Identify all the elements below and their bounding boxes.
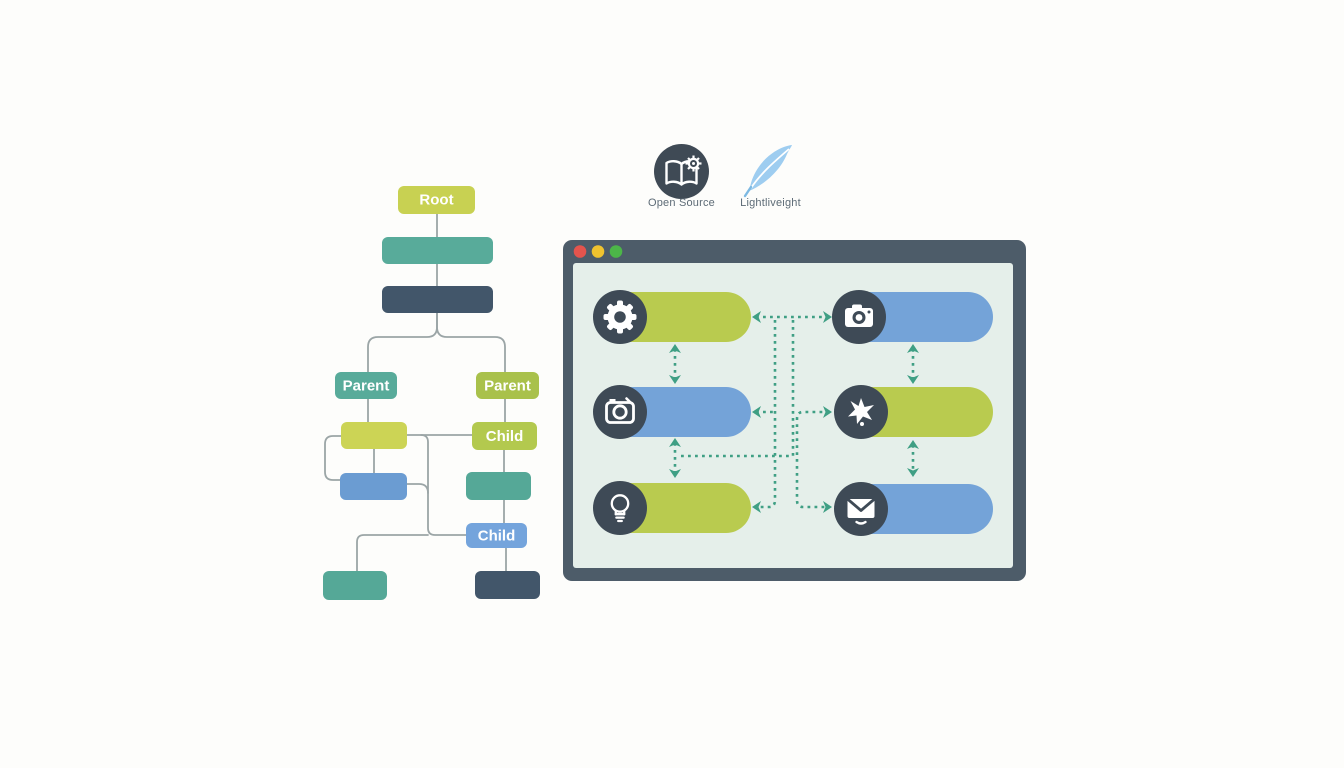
- node-parent-right-label: Parent: [484, 378, 531, 395]
- node-root: [398, 186, 475, 214]
- pill-camera-outline-circle: [593, 385, 647, 439]
- node-child-right-2-label: Child: [478, 528, 516, 545]
- node-dark-1: [382, 286, 493, 313]
- tree-flowchart: Root Parent Parent Child Child: [323, 186, 540, 600]
- lightbulb-icon: [610, 494, 630, 523]
- small-gear-icon: [685, 155, 702, 172]
- node-child-right-2: [466, 523, 527, 548]
- camera-outline-icon: [605, 397, 635, 424]
- lightweight-badge: [743, 145, 792, 198]
- sparkle-star-icon: [848, 398, 874, 426]
- feather-icon: [743, 145, 792, 198]
- gear-icon: [603, 300, 637, 334]
- connector-arrowheads: [669, 311, 919, 513]
- zoom-button[interactable]: [609, 245, 623, 258]
- node-teal-bottom: [323, 571, 387, 600]
- open-source-label: Open Source: [647, 197, 716, 209]
- flowchart-labels: Root Parent Parent Child Child: [343, 192, 531, 545]
- flowchart-nodes: [323, 186, 540, 600]
- close-button[interactable]: [573, 245, 587, 258]
- open-source-badge: [654, 144, 709, 199]
- node-parent-left: [335, 372, 397, 399]
- dashed-connectors: [673, 315, 915, 509]
- node-child-right-1: [472, 422, 537, 450]
- app-window: [563, 240, 1026, 581]
- pill-lightbulb-circle: [593, 481, 647, 535]
- node-yellow-left: [341, 422, 407, 449]
- lightweight-label: Lightliveight: [740, 197, 801, 209]
- node-child-right-1-label: Child: [486, 428, 524, 445]
- node-root-label: Root: [419, 192, 453, 209]
- node-blue-left: [340, 473, 407, 500]
- minimize-button[interactable]: [591, 245, 605, 258]
- camera-icon: [845, 304, 873, 327]
- pill-icon-circles: [593, 290, 888, 536]
- envelope-icon: [846, 497, 876, 525]
- node-teal-1: [382, 237, 493, 264]
- node-parent-right: [476, 372, 539, 399]
- node-parent-left-label: Parent: [343, 378, 390, 395]
- flowchart-connectors: [324, 213, 507, 572]
- pill-gear-circle: [593, 290, 647, 344]
- node-dark-bottom: [475, 571, 540, 599]
- node-teal-right: [466, 472, 531, 500]
- open-book-gear-icon: [665, 155, 702, 186]
